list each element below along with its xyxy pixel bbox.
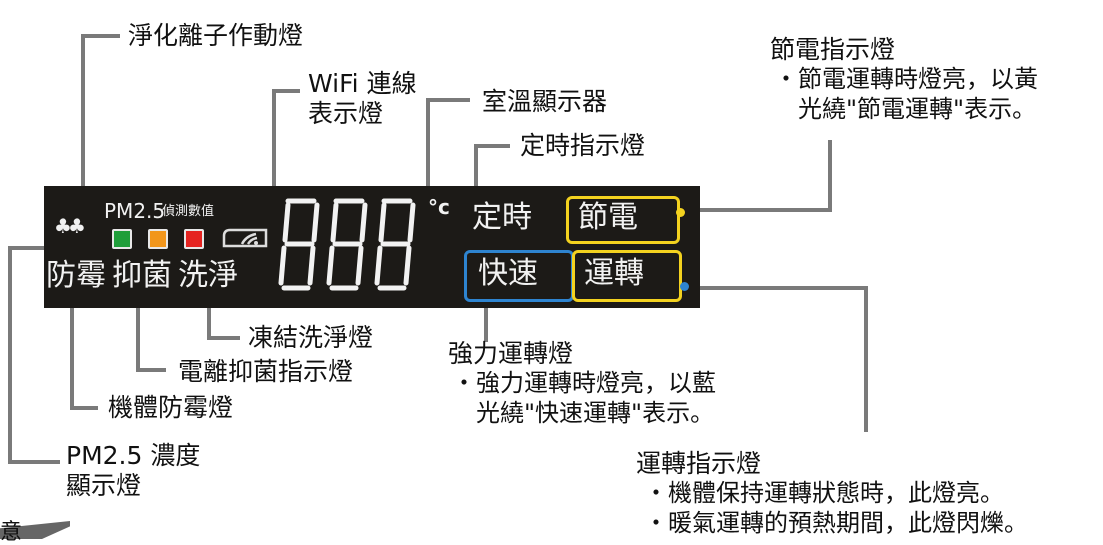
pm-moderate-indicator [148, 229, 168, 249]
label-freeze-clean: 凍結洗淨燈 [248, 323, 374, 352]
leader-pm [8, 246, 60, 464]
pm-sublabel: 偵測數值 [162, 204, 215, 219]
leader-mold [70, 300, 98, 410]
eco-led-dot [676, 208, 685, 217]
leader-temp [426, 98, 470, 193]
label-ion-antibac: 電離抑菌指示燈 [178, 357, 354, 386]
temperature-digits [278, 198, 416, 291]
function-antibac: 抑菌 [112, 258, 172, 293]
leader-eco [686, 140, 832, 212]
pm-label: PM2.5 [104, 199, 166, 223]
label-timer-light: 定時指示燈 [520, 131, 646, 160]
eco-indicator-frame [566, 196, 680, 244]
timer-indicator: 定時 [472, 200, 532, 235]
turbo-indicator: 快速 [478, 256, 538, 291]
label-wifi-line1: WiFi 連線 [308, 69, 417, 98]
pm-good-indicator [112, 229, 132, 249]
leader-timer [474, 144, 510, 193]
leader-ion [81, 34, 120, 192]
celsius-symbol: °c [428, 195, 450, 219]
label-eco-title: 節電指示燈 [770, 35, 896, 64]
label-turbo-desc2: 光繞"快速運轉"表示。 [476, 399, 715, 427]
pm-bad-indicator [184, 229, 204, 249]
leader-wifi [272, 89, 300, 218]
label-wifi-line2: 表示燈 [308, 99, 384, 128]
label-turbo-desc1: 強力運轉時燈亮，以藍 [452, 368, 716, 399]
ion-tree-icon-2: ♣ [68, 214, 86, 238]
wifi-icon [222, 228, 268, 248]
leader-antibac [136, 300, 166, 372]
leader-run [686, 286, 868, 432]
label-mold-light: 機體防霉燈 [108, 393, 234, 422]
eco-indicator: 節電 [578, 200, 638, 235]
label-eco-desc1: 節電運轉時燈亮，以黃 [774, 64, 1038, 95]
label-ion-light: 淨化離子作動燈 [128, 21, 304, 50]
function-clean: 洗淨 [178, 258, 238, 293]
label-pm-line1: PM2.5 濃度 [66, 441, 201, 470]
corner-text: 意 [0, 520, 23, 545]
label-temperature-display: 室溫顯示器 [482, 87, 608, 116]
function-mold: 防霉 [46, 258, 106, 293]
ion-tree-icon: ♣ [54, 214, 72, 238]
run-led-dot [680, 282, 689, 291]
label-eco-desc2: 光繞"節電運轉"表示。 [798, 95, 1037, 123]
run-indicator: 運轉 [584, 256, 644, 291]
display-panel: ♣ ♣ PM2.5 偵測數值 防霉 抑菌 洗淨 888 °c [44, 186, 700, 308]
label-pm-line2: 顯示燈 [66, 471, 142, 500]
label-run-item2: 暖氣運轉的預熱期間，此燈閃爍。 [644, 508, 1028, 539]
label-run-title: 運轉指示燈 [636, 449, 762, 478]
leader-freeze [207, 300, 240, 340]
label-turbo-title: 強力運轉燈 [448, 339, 574, 368]
run-indicator-frame [572, 250, 682, 302]
label-run-item1: 機體保持運轉狀態時，此燈亮。 [644, 478, 1004, 509]
